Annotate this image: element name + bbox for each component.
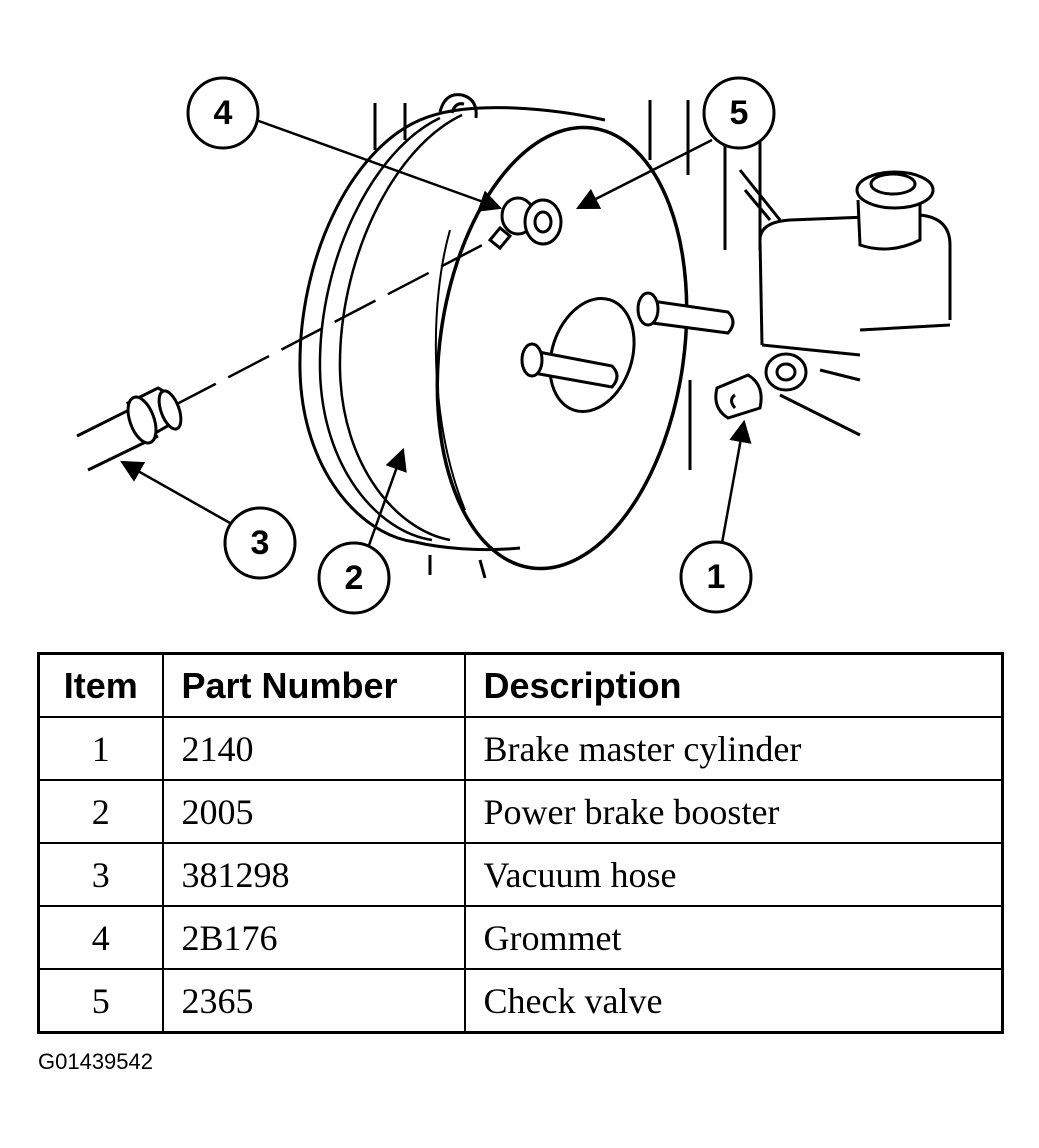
- row-part-number: 381298: [161, 842, 466, 907]
- callout-2: 2: [317, 541, 391, 615]
- header-part-number: Part Number: [161, 652, 466, 718]
- row-part-number: 2005: [161, 779, 466, 844]
- row-description: Check valve: [463, 968, 1004, 1034]
- row-item: 1: [37, 716, 164, 781]
- row-item: 5: [37, 968, 164, 1034]
- brake-booster-diagram: 4 5 3 2 1: [76, 76, 952, 615]
- row-item: 2: [37, 779, 164, 844]
- row-part-number: 2365: [161, 968, 466, 1034]
- booster-top-boss: [438, 93, 478, 119]
- figure-id: G01439542: [38, 1049, 153, 1074]
- header-item: Item: [37, 652, 164, 718]
- callout-3: 3: [223, 506, 297, 580]
- header-description: Description: [463, 652, 1004, 718]
- table-header-row: Item Part Number Description: [37, 652, 1004, 718]
- parts-table: Item Part Number Description 1 2140 Brak…: [37, 652, 1004, 1034]
- table-row: 4 2B176 Grommet: [37, 905, 1004, 970]
- row-description: Vacuum hose: [463, 842, 1004, 907]
- callout-4: 4: [186, 76, 260, 150]
- row-part-number: 2140: [161, 716, 466, 781]
- row-description: Brake master cylinder: [463, 716, 1004, 781]
- callout-5: 5: [702, 76, 776, 150]
- callout-5-label: 5: [730, 94, 749, 132]
- callout-1-label: 1: [707, 558, 726, 596]
- row-part-number: 2B176: [161, 905, 466, 970]
- table-row: 1 2140 Brake master cylinder: [37, 716, 1004, 781]
- callout-leaders: [120, 118, 752, 549]
- row-item: 3: [37, 842, 164, 907]
- callout-2-label: 2: [345, 559, 364, 597]
- table-row: 3 381298 Vacuum hose: [37, 842, 1004, 907]
- row-description: Grommet: [463, 905, 1004, 970]
- check-valve: [487, 196, 563, 251]
- vacuum-hose: [76, 386, 183, 472]
- table-row: 2 2005 Power brake booster: [37, 779, 1004, 844]
- callout-4-label: 4: [214, 94, 233, 132]
- row-item: 4: [37, 905, 164, 970]
- callout-1: 1: [679, 540, 753, 614]
- callout-3-label: 3: [251, 524, 270, 562]
- table-row: 5 2365 Check valve: [37, 968, 1004, 1034]
- row-description: Power brake booster: [463, 779, 1004, 844]
- mounting-studs: [520, 291, 735, 389]
- power-brake-booster: [298, 106, 689, 571]
- brake-master-cylinder: [714, 169, 952, 437]
